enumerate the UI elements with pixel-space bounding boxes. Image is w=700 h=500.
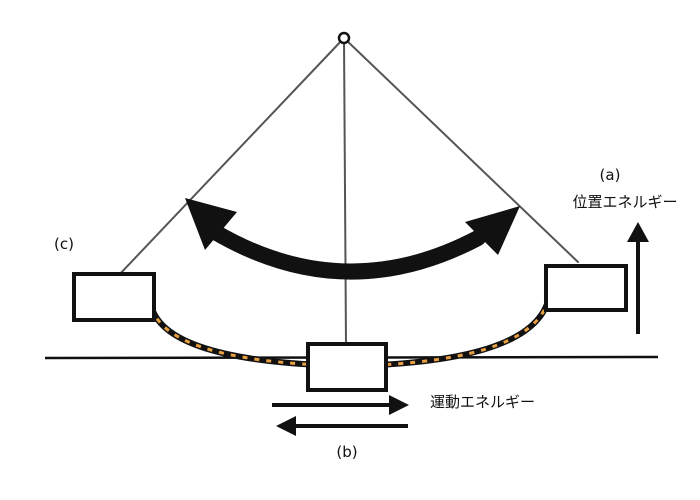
pivot-ring-icon [337,31,351,45]
label-potential-energy: 位置エネルギー [572,193,677,211]
curved-double-arrow-icon [185,198,520,280]
string-center [343,37,347,345]
bob-bottom-b [306,342,388,392]
string-right [343,37,579,263]
bob-right-a [544,264,628,312]
arrow-up-icon [627,222,649,334]
label-a: (a) [600,166,621,184]
label-kinetic-energy: 運動エネルギー [430,393,535,411]
bob-left-c [72,272,156,322]
label-c: (c) [54,235,74,253]
label-b: (b) [336,443,357,461]
string-left [117,37,345,277]
pendulum-strings [117,37,579,345]
